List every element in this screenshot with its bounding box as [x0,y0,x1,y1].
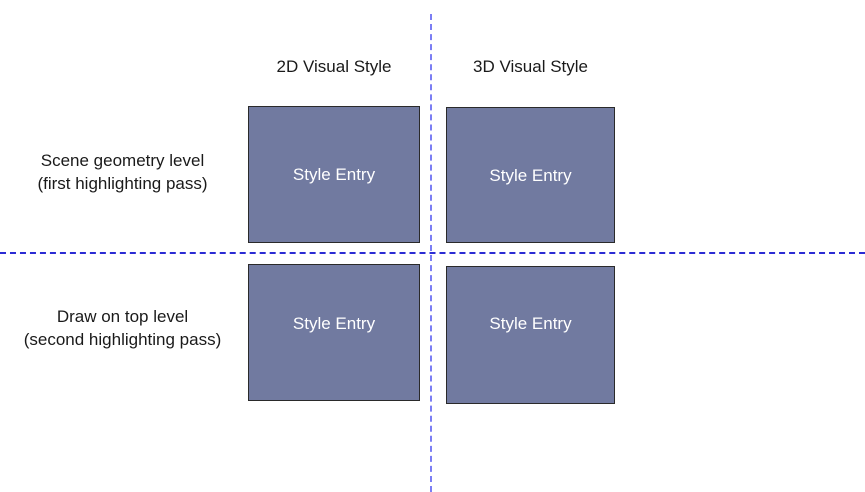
style-entry-label: Style Entry [292,165,376,184]
row-label-scene-geometry-level: Scene geometry level (first highlighting… [0,150,245,196]
style-entry-box-2d-draw-on-top[interactable]: Style Entry [248,264,420,401]
column-header-3d-visual-style: 3D Visual Style [473,57,588,76]
style-entry-label: Style Entry [292,314,376,333]
style-entry-box-3d-scene-geometry[interactable]: Style Entry [446,107,615,243]
style-entry-label: Style Entry [489,166,572,185]
style-entry-box-3d-draw-on-top[interactable]: Style Entry [446,266,615,404]
horizontal-divider-dashed-line [0,252,865,254]
row-label-draw-on-top-line1: Draw on top level [56,307,189,326]
row-label-scene-geometry-line2: (first highlighting pass) [37,173,208,193]
style-entry-label: Style Entry [489,314,572,333]
column-header-2d-visual-style: 2D Visual Style [276,57,392,76]
row-label-draw-on-top-line2: (second highlighting pass) [23,329,222,349]
row-label-scene-geometry-line1: Scene geometry level [40,151,205,170]
style-entry-box-2d-scene-geometry[interactable]: Style Entry [248,106,420,243]
row-label-draw-on-top-level: Draw on top level (second highlighting p… [0,306,245,352]
